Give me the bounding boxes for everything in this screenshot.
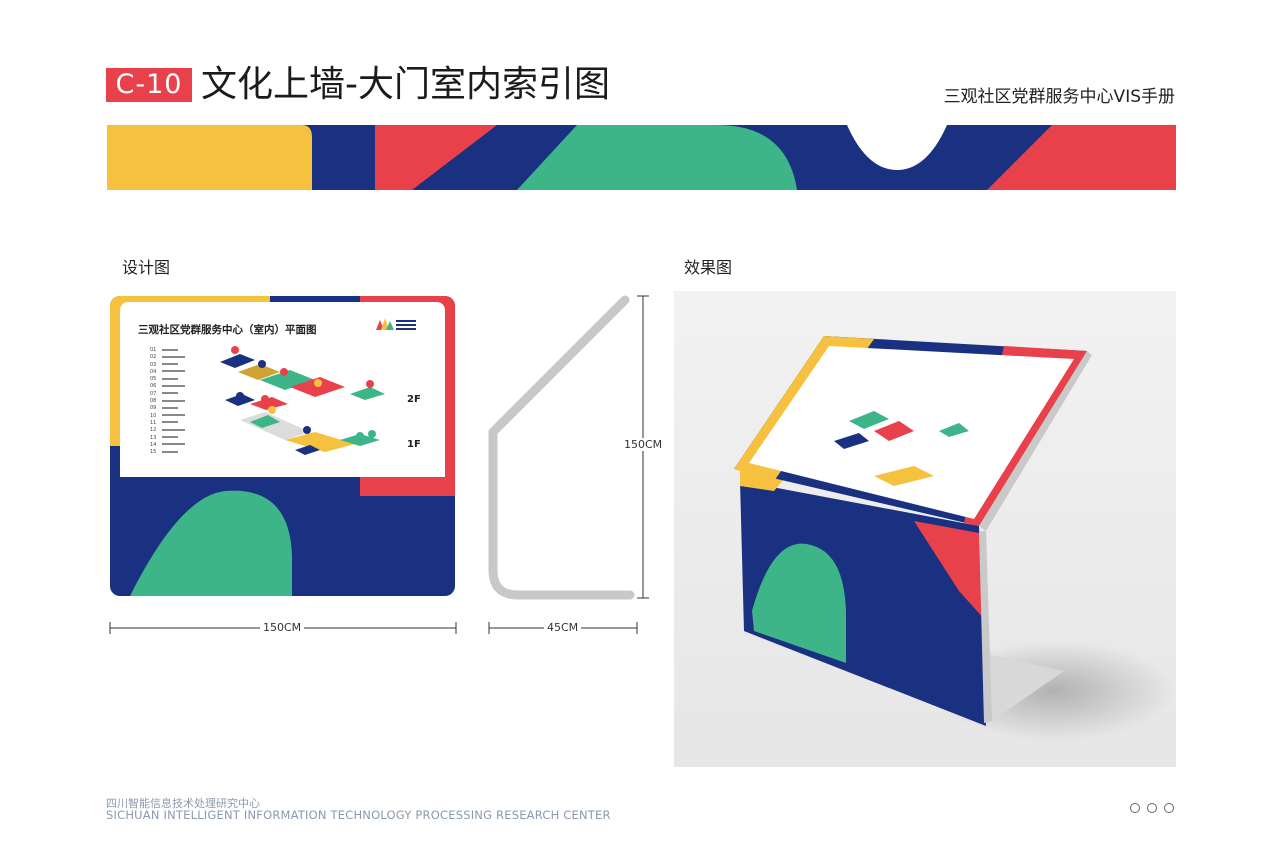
legend-text-line: [162, 406, 179, 409]
legend-item: 15: [150, 449, 210, 456]
page-indicator: [1130, 803, 1174, 813]
legend-text-line: [162, 443, 186, 446]
legend-item: 01: [150, 347, 210, 354]
legend-text-line: [162, 392, 179, 395]
legend-item: 04: [150, 369, 210, 376]
legend-text-line: [162, 414, 186, 417]
color-banner: [107, 125, 1176, 190]
board-title: 三观社区党群服务中心（室内）平面图: [138, 324, 317, 336]
legend-text-line: [162, 355, 186, 358]
legend-item: 13: [150, 435, 210, 442]
floor-plan-drawing: [220, 346, 385, 455]
legend-text-line: [162, 428, 186, 431]
legend-item: 11: [150, 420, 210, 427]
legend-number: 07: [150, 390, 157, 397]
floor-2-label: 2F: [407, 394, 421, 405]
floor-1-label: 1F: [407, 439, 421, 450]
page-dot[interactable]: [1130, 803, 1140, 813]
legend-number: 06: [150, 383, 157, 390]
footer-org-en: SICHUAN INTELLIGENT INFORMATION TECHNOLO…: [106, 808, 611, 822]
logo-icon: [376, 318, 416, 330]
stand-side-view: [488, 295, 649, 600]
page-dot[interactable]: [1147, 803, 1157, 813]
stand-depth-label: 45CM: [544, 621, 582, 634]
legend-number: 15: [150, 449, 157, 456]
legend-item: 03: [150, 362, 210, 369]
legend-item: 12: [150, 427, 210, 434]
legend-number: 10: [150, 412, 157, 419]
legend-text-line: [162, 377, 179, 380]
legend-item: 05: [150, 376, 210, 383]
legend-item: 10: [150, 413, 210, 420]
legend-text-line: [162, 450, 179, 453]
legend-item: 09: [150, 405, 210, 412]
page-dot[interactable]: [1164, 803, 1174, 813]
legend-number: 11: [150, 419, 157, 426]
legend-number: 14: [150, 441, 157, 448]
legend-item: 07: [150, 391, 210, 398]
legend-number: 03: [150, 361, 157, 368]
legend-number: 08: [150, 398, 157, 405]
board-width-label: 150CM: [260, 621, 305, 634]
legend-text-line: [162, 370, 186, 373]
legend-number: 02: [150, 354, 157, 361]
legend-number: 09: [150, 405, 157, 412]
legend-number: 05: [150, 376, 157, 383]
legend-number: 12: [150, 427, 157, 434]
manual-title: 三观社区党群服务中心VIS手册: [943, 87, 1175, 107]
legend-item: 14: [150, 442, 210, 449]
footer-org-cn: 四川智能信息技术处理研究中心: [106, 797, 260, 810]
effect-label: 效果图: [684, 258, 733, 277]
legend-number: 01: [150, 347, 157, 353]
legend-text-line: [162, 363, 179, 366]
section-code-badge: C-10: [106, 68, 192, 102]
legend-text-line: [162, 399, 186, 402]
design-label: 设计图: [122, 258, 171, 277]
legend-number: 13: [150, 434, 157, 441]
legend-text-line: [162, 436, 179, 439]
rendering-image: [674, 291, 1176, 767]
legend-item: 02: [150, 354, 210, 361]
legend-text-line: [162, 421, 179, 424]
legend-text-line: [162, 348, 179, 351]
legend-item: 08: [150, 398, 210, 405]
legend-number: 04: [150, 368, 157, 375]
legend-text-line: [162, 384, 186, 387]
page-title: 文化上墙-大门室内索引图: [201, 64, 610, 105]
stand-height-label: 150CM: [624, 438, 663, 451]
effect-rendering: [674, 291, 1176, 767]
legend-item: 06: [150, 383, 210, 390]
